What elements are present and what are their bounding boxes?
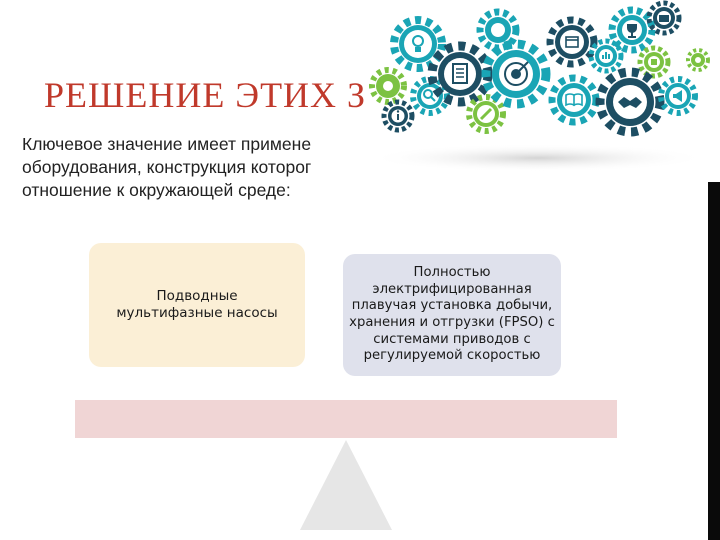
intro-line: оборудования, конструкция которог (22, 157, 312, 177)
briefcase-icon (646, 0, 682, 36)
balance-fulcrum (300, 440, 392, 530)
book-icon (548, 74, 600, 126)
trophy-icon (608, 6, 656, 54)
handshake-icon (595, 67, 665, 137)
card-label: Полностью электрифицированная плавучая у… (349, 265, 555, 364)
slide-title: РЕШЕНИЕ ЭТИХ З (44, 75, 367, 115)
lightbulb-icon (390, 16, 446, 72)
gear-small-green-right (686, 48, 710, 72)
intro-line: Ключевое значение имеет примене (22, 134, 312, 154)
card-label: Подводные мультифазные насосы (116, 288, 278, 321)
pencil-icon (466, 94, 506, 134)
info-icon (381, 99, 415, 133)
balance-plank (75, 400, 617, 438)
card-subsea-pumps: Подводные мультифазные насосы (89, 243, 305, 367)
intro-text: Ключевое значение имеет примене оборудов… (22, 133, 402, 202)
gear-small-green (369, 67, 407, 105)
puzzle-icon (637, 45, 671, 79)
right-edge-bar (708, 182, 720, 540)
target-icon (481, 39, 551, 109)
card-fpso: Полностью электрифицированная плавучая у… (343, 254, 561, 376)
intro-line: отношение к окружающей среде: (22, 180, 291, 200)
chart-icon (588, 38, 624, 74)
megaphone-icon (658, 76, 698, 116)
checklist-icon (427, 41, 493, 107)
calendar-icon (546, 16, 598, 68)
gears-illustration (348, 0, 720, 182)
